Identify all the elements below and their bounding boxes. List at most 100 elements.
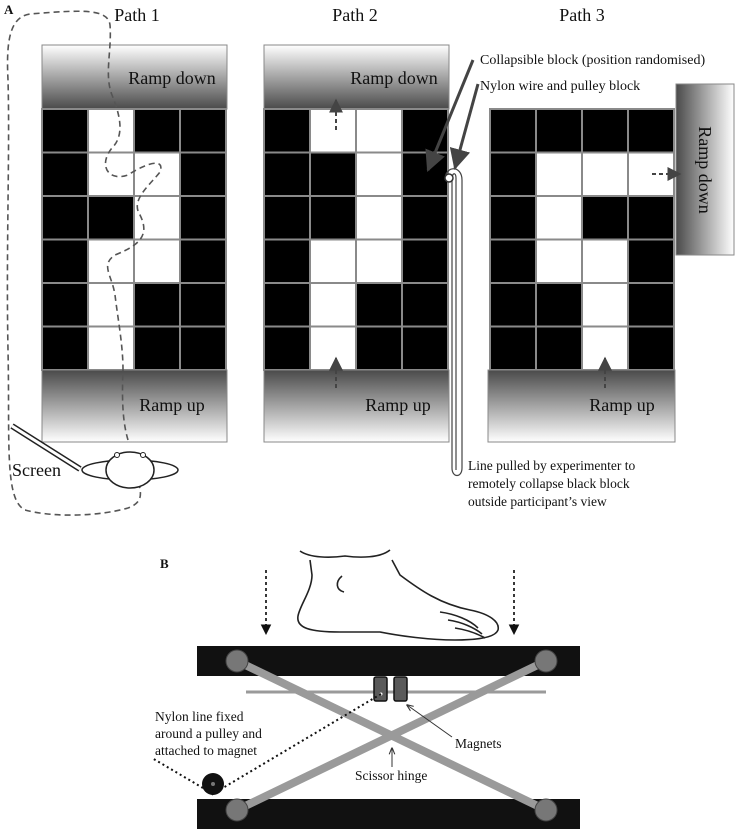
- walkable-block-r5-c1: [309, 325, 357, 371]
- path-1-block-grid: [41, 108, 227, 371]
- walkable-block-r3-c2: [355, 238, 403, 284]
- path-2-ramp-down-label: Ramp down: [350, 68, 438, 88]
- path-3-block-grid: [489, 108, 675, 371]
- path-3-ramp-down-label: Ramp down: [695, 126, 715, 214]
- black-block-r5-c2: [133, 325, 181, 371]
- path-1-ramp-up: [41, 369, 228, 443]
- walkable-block-r1-c2: [355, 151, 403, 197]
- magnets-pointer: [407, 705, 453, 738]
- magnet-right: [393, 676, 408, 702]
- walkable-block-r1-c2: [581, 151, 629, 197]
- black-block-r0-c1: [535, 108, 583, 154]
- path-1-title: Path 1: [114, 5, 160, 25]
- black-block-r0-c2: [581, 108, 629, 154]
- black-block-r0-c3: [401, 108, 449, 154]
- line-pulled-annotation-line-2: remotely collapse black block: [468, 476, 630, 491]
- hinge-joint-top-left: [225, 649, 249, 673]
- black-block-r5-c0: [489, 325, 537, 371]
- black-block-r2-c0: [489, 195, 537, 241]
- scissor-arm-b: [235, 657, 548, 814]
- pulley-icon: [444, 173, 454, 183]
- scissor-hinge-annotation: Scissor hinge: [355, 768, 427, 783]
- black-block-r3-c3: [627, 238, 675, 284]
- black-block-r0-c0: [263, 108, 311, 154]
- black-block-r2-c1: [309, 195, 357, 241]
- panel-a-label: A: [4, 2, 14, 17]
- black-block-r1-c1: [309, 151, 357, 197]
- path-1-ramp-up-label: Ramp up: [139, 395, 205, 415]
- walkable-block-r2-c1: [535, 195, 583, 241]
- black-block-r2-c3: [627, 195, 675, 241]
- path-1-walking-route: [6, 10, 162, 516]
- walkable-block-r3-c1: [87, 238, 135, 284]
- black-block-r1-c0: [263, 151, 311, 197]
- black-block-r4-c3: [401, 282, 449, 328]
- walkable-block-r5-c1: [87, 325, 135, 371]
- line-pulled-annotation-line-1: Line pulled by experimenter to: [468, 458, 635, 473]
- participant-head-icon: [81, 451, 179, 489]
- walkable-block-r3-c2: [581, 238, 629, 284]
- black-block-r5-c2: [355, 325, 403, 371]
- walkable-block-r3-c2: [133, 238, 181, 284]
- magnet-left: [373, 676, 388, 702]
- black-block-r4-c0: [41, 282, 89, 328]
- black-block-r1-c3: [401, 151, 449, 197]
- bottom-platform: [197, 799, 580, 829]
- path-2-ramp-down: [263, 44, 450, 110]
- black-block-r0-c2: [133, 108, 181, 154]
- black-block-r2-c2: [581, 195, 629, 241]
- black-block-r4-c0: [489, 282, 537, 328]
- black-block-r5-c0: [263, 325, 311, 371]
- magnets-annotation: Magnets: [455, 736, 502, 751]
- black-block-r4-c0: [263, 282, 311, 328]
- foot-icon: [297, 549, 499, 641]
- screen-object: [10, 423, 82, 472]
- nylon-line-annotation-line-1: Nylon line fixed: [155, 709, 244, 724]
- black-block-r3-c0: [263, 238, 311, 284]
- walkable-block-r2-c2: [355, 195, 403, 241]
- collapsible-block-pointer: [425, 59, 475, 172]
- black-block-r5-c3: [627, 325, 675, 371]
- path-1-ramp-down-label: Ramp down: [128, 68, 216, 88]
- black-block-r1-c0: [41, 151, 89, 197]
- black-block-r2-c0: [263, 195, 311, 241]
- nylon-line-annotation-line-3: attached to magnet: [155, 743, 257, 758]
- black-block-r4-c2: [355, 282, 403, 328]
- walkable-block-r4-c1: [87, 282, 135, 328]
- black-block-r4-c1: [535, 282, 583, 328]
- path-3-ramp-up-label: Ramp up: [589, 395, 655, 415]
- walkable-block-r0-c2: [355, 108, 403, 154]
- hinge-joint-top-right: [534, 649, 558, 673]
- walkable-block-r4-c1: [309, 282, 357, 328]
- line-pulled-annotation-line-3: outside participant’s view: [468, 494, 607, 509]
- path-3-title: Path 3: [559, 5, 605, 25]
- black-block-r5-c3: [179, 325, 227, 371]
- path-2-ramp-up: [263, 369, 450, 443]
- black-block-r0-c0: [41, 108, 89, 154]
- black-block-r1-c0: [489, 151, 537, 197]
- panel-a: A Path 1 Path 2 Path 3 Ramp down Ramp up…: [4, 2, 735, 516]
- black-block-r0-c3: [627, 108, 675, 154]
- walkable-block-r1-c1: [535, 151, 583, 197]
- nylon-wire-pointer: [449, 83, 480, 171]
- black-block-r2-c0: [41, 195, 89, 241]
- walkable-block-r1-c2: [133, 151, 181, 197]
- black-block-r1-c3: [179, 151, 227, 197]
- walkable-block-r4-c2: [581, 282, 629, 328]
- black-block-r2-c3: [401, 195, 449, 241]
- hinge-joint-bottom-left: [225, 798, 249, 822]
- screen-label: Screen: [12, 460, 61, 480]
- path-3-ramp-up: [487, 369, 676, 443]
- black-block-r3-c0: [41, 238, 89, 284]
- path-1-course: Ramp down Ramp up: [41, 44, 228, 443]
- black-block-r4-c2: [133, 282, 181, 328]
- nylon-line-outgoing: [151, 757, 204, 789]
- path-1-ramp-down: [41, 44, 228, 110]
- black-block-r3-c3: [179, 238, 227, 284]
- black-block-r4-c3: [627, 282, 675, 328]
- black-block-r5-c1: [535, 325, 583, 371]
- walkable-block-r0-c1: [87, 108, 135, 154]
- black-block-r5-c3: [401, 325, 449, 371]
- hinge-joint-bottom-right: [534, 798, 558, 822]
